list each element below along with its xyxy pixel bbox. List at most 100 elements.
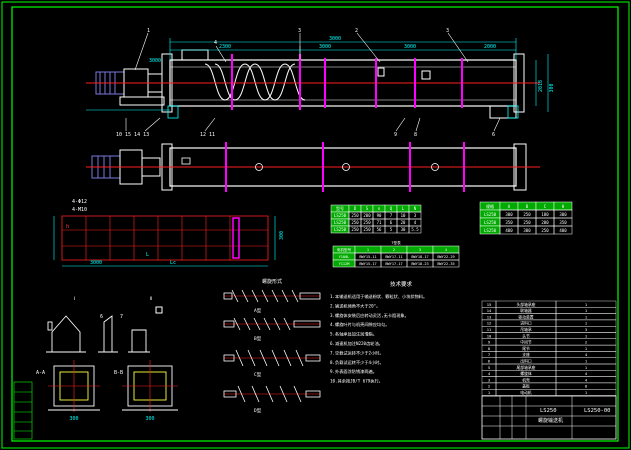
table-cell-text: 10: [401, 213, 406, 218]
table-cell-text: 71: [377, 220, 382, 225]
table-cell-text: 250: [363, 227, 371, 232]
table-cell-text: 3: [414, 213, 417, 218]
bom-cell-text: 电动机: [520, 390, 532, 395]
table-cell-text: L: [402, 206, 405, 211]
outlet-elevation: [489, 105, 517, 119]
dim-seg1: 3000: [404, 44, 416, 50]
table-cell-text: LS250: [334, 227, 347, 232]
table-cell-text: 300: [523, 228, 531, 233]
table-cell-text: BWY17-17: [385, 262, 402, 266]
table-cell-text: N: [414, 206, 417, 211]
bom-cell-text: 联轴器: [520, 308, 532, 313]
table-cell-text: 型号: [336, 205, 344, 211]
title-code: LS250-00: [584, 408, 611, 414]
bom-cell-text: 8: [585, 384, 588, 389]
bom-cell-text: 螺旋体: [520, 371, 532, 376]
bom-cell-text: 机壳: [522, 377, 530, 382]
bom-cell-text: 1: [585, 346, 588, 351]
bom-cell-text: 吊轴承: [520, 327, 532, 332]
dim-plan-lc: Lc: [170, 260, 176, 266]
hanger-marks-elevation: [231, 54, 463, 110]
table-cell-text: BWY15-17: [359, 262, 376, 266]
leader-1: 1: [147, 28, 150, 34]
technical-requirements: 技术要求 1.本输送机适用于输送粉状、颗粒状、小块状物料。 2.输送机倾角不大于2…: [330, 280, 427, 385]
tech-note-line: 9.外表面涂防锈漆两遍。: [330, 368, 377, 375]
bom-cell-text: 5: [488, 365, 490, 370]
table-cell-text: LS250: [334, 213, 347, 218]
table-cell-text: 350: [505, 220, 513, 225]
bom-cell-text: 8: [488, 346, 491, 351]
table-cell-text: B: [526, 204, 529, 209]
screw-type-a: [223, 289, 321, 303]
dim-seg2: 3000: [319, 44, 331, 50]
table-cell: [408, 225, 422, 234]
tech-note-line: 1.本输送机适用于输送粉状、颗粒状、小块状物料。: [330, 293, 427, 300]
bom-cell-text: 9: [488, 340, 491, 345]
tech-note-line: 2.输送机倾角不大于20°。: [330, 302, 380, 309]
screw-type-b: [223, 317, 321, 331]
table-cell-text: 400: [559, 228, 567, 233]
bom-cell-text: 头部轴承座: [517, 302, 536, 307]
bom-cell-text: 1: [585, 321, 588, 326]
bom-cell-text: 13: [487, 314, 492, 319]
table-cell-text: 2: [393, 248, 395, 252]
table-cell-text: n: [378, 206, 381, 211]
table-cell-text: 5.5: [411, 227, 419, 232]
title-block: LS250 螺旋输送机 LS250-00: [481, 395, 617, 440]
bom-cell: [555, 389, 617, 396]
table-cell-text: 3: [419, 248, 421, 252]
tech-note-line: 4.螺旋叶片与机壳间隙应均匀。: [330, 321, 389, 328]
dim-plan-h: 300: [279, 231, 285, 240]
bom-cell-text: 1: [585, 308, 588, 313]
dim-plan-w: 3000: [90, 260, 102, 266]
title-name: 螺旋输送机: [538, 417, 563, 424]
flange-note-2: 4-M10: [72, 207, 87, 213]
table-cell: [432, 259, 460, 268]
table-cell-text: 90: [377, 213, 382, 218]
table-cell-text: BWY22-35: [437, 262, 454, 266]
table-cell-text: BWY15-11: [359, 255, 376, 259]
bom-cell-text: 1: [585, 314, 588, 319]
table-cell-text: Y100L: [339, 255, 350, 259]
title-model: LS250: [540, 408, 557, 414]
leader-group-mid: 12 11: [200, 132, 215, 138]
leader-9: 9: [394, 132, 397, 138]
table-cell-text: Y112M: [339, 262, 351, 266]
screw-flights-elevation: [204, 63, 306, 101]
table-cell-text: 250: [523, 212, 531, 217]
tech-title: 技术要求: [390, 280, 413, 288]
section-a-label: A-A: [36, 370, 45, 376]
tech-note-line: 3.螺旋体安装后应转动灵活,无卡阻现象。: [330, 312, 409, 319]
dim-detail-1: 300: [69, 416, 78, 422]
table-cell-text: 250: [351, 213, 359, 218]
table-cell-text: 20: [401, 220, 406, 225]
top-leader-lines: [134, 32, 469, 71]
table-cell-text: H: [562, 204, 565, 209]
bom-cell-text: 4: [585, 352, 588, 357]
dim-height-mid: 300: [549, 83, 555, 92]
dim-left: 2300: [219, 44, 231, 50]
table-cell-text: D: [354, 206, 357, 211]
table-cell-text: 200: [363, 213, 371, 218]
leader-6: 6: [492, 132, 495, 138]
bom-cell-text: 尾部轴承座: [517, 365, 536, 370]
bom-cell-text: 7: [488, 352, 490, 357]
bom-cell-text: 1: [585, 302, 588, 307]
table-cell-text: BWY18-23: [411, 262, 428, 266]
elevation-view: 3000 2300 3000 3000 2000 2018 300 3000 1…: [86, 28, 555, 119]
table-cell-text: 200: [541, 220, 549, 225]
bom-cell-text: 4: [488, 371, 491, 376]
detail-view-label-1: Ⅰ: [74, 296, 75, 302]
tech-notes-list: 1.本输送机适用于输送粉状、颗粒状、小块状物料。 2.输送机倾角不大于20°。 3.…: [330, 293, 427, 385]
dim-detail-2: 300: [145, 416, 154, 422]
table-cell-text: 300: [559, 212, 567, 217]
leader-3a: 3: [298, 28, 301, 34]
bom-cell-text: 4: [585, 371, 588, 376]
table-cell-text: BWY18-17: [411, 255, 428, 259]
bom-cell-text: 10: [487, 333, 492, 338]
table-cell-text: 300: [505, 212, 513, 217]
table-cell-text: 30: [401, 227, 406, 232]
